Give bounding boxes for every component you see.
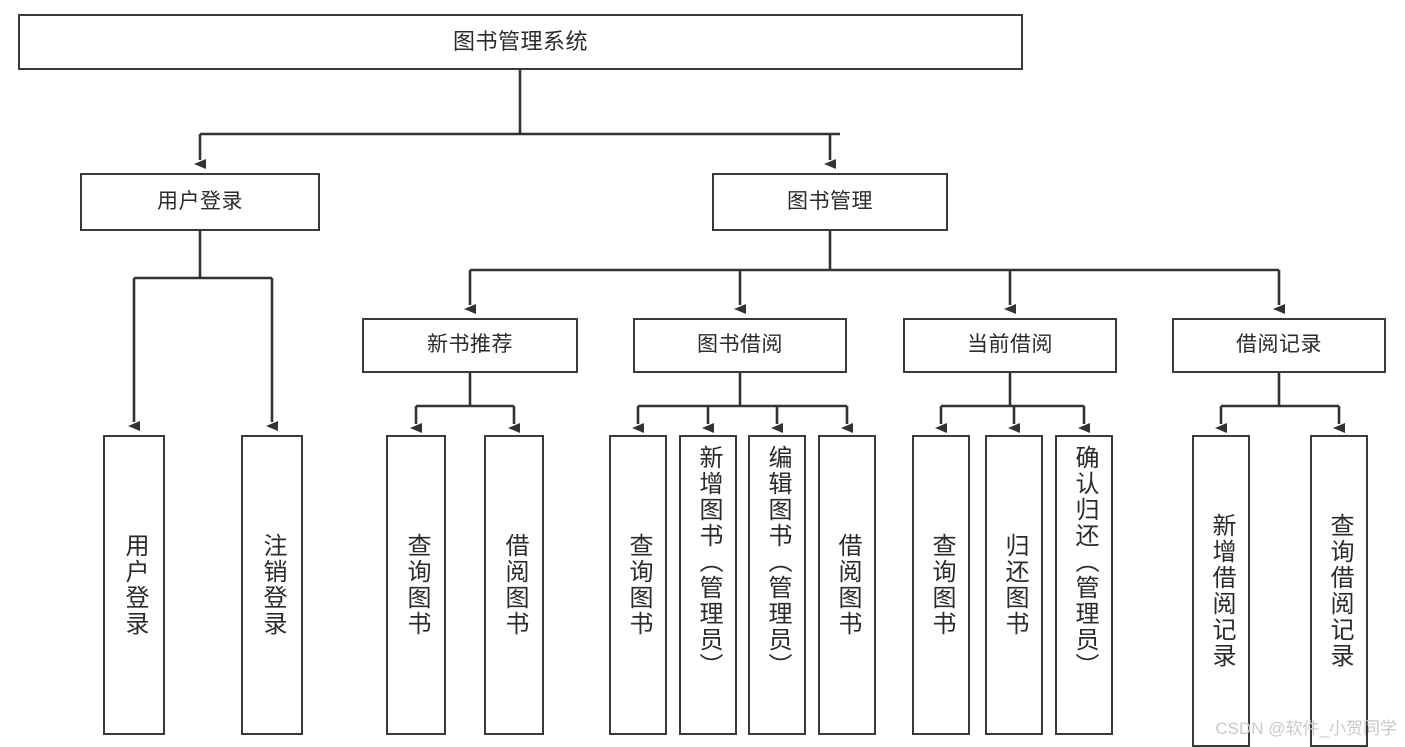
node-leaf-confirm-return-admin[interactable]: 确认归还（管理员）: [1055, 435, 1113, 735]
node-leaf-query-book-recommend[interactable]: 查询图书: [386, 435, 446, 735]
node-leaf-borrow-book[interactable]: 借阅图书: [818, 435, 876, 735]
node-root[interactable]: 图书管理系统: [18, 14, 1023, 70]
node-root-label: 图书管理系统: [452, 29, 588, 55]
node-leaf-query-book-borrow-label: 查询图书: [625, 533, 652, 637]
node-leaf-query-borrow-record[interactable]: 查询借阅记录: [1310, 435, 1368, 747]
node-leaf-return-book[interactable]: 归还图书: [985, 435, 1043, 735]
node-current-borrow-label: 当前借阅: [967, 333, 1053, 357]
node-book-management-label: 图书管理: [787, 189, 873, 213]
node-leaf-borrow-book-recommend-label: 借阅图书: [501, 533, 528, 637]
node-borrow-records-label: 借阅记录: [1236, 333, 1322, 357]
node-leaf-add-book-admin-label: 新增图书（管理员）: [695, 445, 722, 679]
node-leaf-user-login-label: 用户登录: [121, 533, 148, 637]
node-leaf-return-book-label: 归还图书: [1001, 533, 1028, 637]
node-leaf-add-borrow-record-label: 新增借阅记录: [1208, 513, 1235, 669]
node-leaf-edit-book-admin-label: 编辑图书（管理员）: [764, 445, 791, 679]
node-new-book-recommend-label: 新书推荐: [427, 333, 513, 357]
node-user-login[interactable]: 用户登录: [80, 173, 320, 231]
node-leaf-edit-book-admin[interactable]: 编辑图书（管理员）: [748, 435, 806, 735]
node-leaf-add-book-admin[interactable]: 新增图书（管理员）: [679, 435, 737, 735]
node-current-borrow[interactable]: 当前借阅: [903, 318, 1117, 373]
node-book-borrow[interactable]: 图书借阅: [633, 318, 847, 373]
node-leaf-confirm-return-admin-label: 确认归还（管理员）: [1071, 445, 1098, 679]
node-new-book-recommend[interactable]: 新书推荐: [362, 318, 578, 373]
node-leaf-query-book-current-label: 查询图书: [928, 533, 955, 637]
node-leaf-query-borrow-record-label: 查询借阅记录: [1326, 513, 1353, 669]
node-leaf-logout[interactable]: 注销登录: [241, 435, 303, 735]
node-leaf-logout-label: 注销登录: [259, 533, 286, 637]
node-book-borrow-label: 图书借阅: [697, 333, 783, 357]
node-leaf-add-borrow-record[interactable]: 新增借阅记录: [1192, 435, 1250, 747]
node-book-management[interactable]: 图书管理: [712, 173, 948, 231]
node-leaf-borrow-book-label: 借阅图书: [834, 533, 861, 637]
node-leaf-borrow-book-recommend[interactable]: 借阅图书: [484, 435, 544, 735]
node-leaf-query-book-current[interactable]: 查询图书: [912, 435, 970, 735]
node-leaf-query-book-recommend-label: 查询图书: [403, 533, 430, 637]
watermark: CSDN @软件_小贺同学: [1215, 719, 1397, 738]
node-leaf-user-login[interactable]: 用户登录: [103, 435, 165, 735]
node-leaf-query-book-borrow[interactable]: 查询图书: [609, 435, 667, 735]
node-user-login-label: 用户登录: [157, 189, 243, 213]
node-borrow-records[interactable]: 借阅记录: [1172, 318, 1386, 373]
